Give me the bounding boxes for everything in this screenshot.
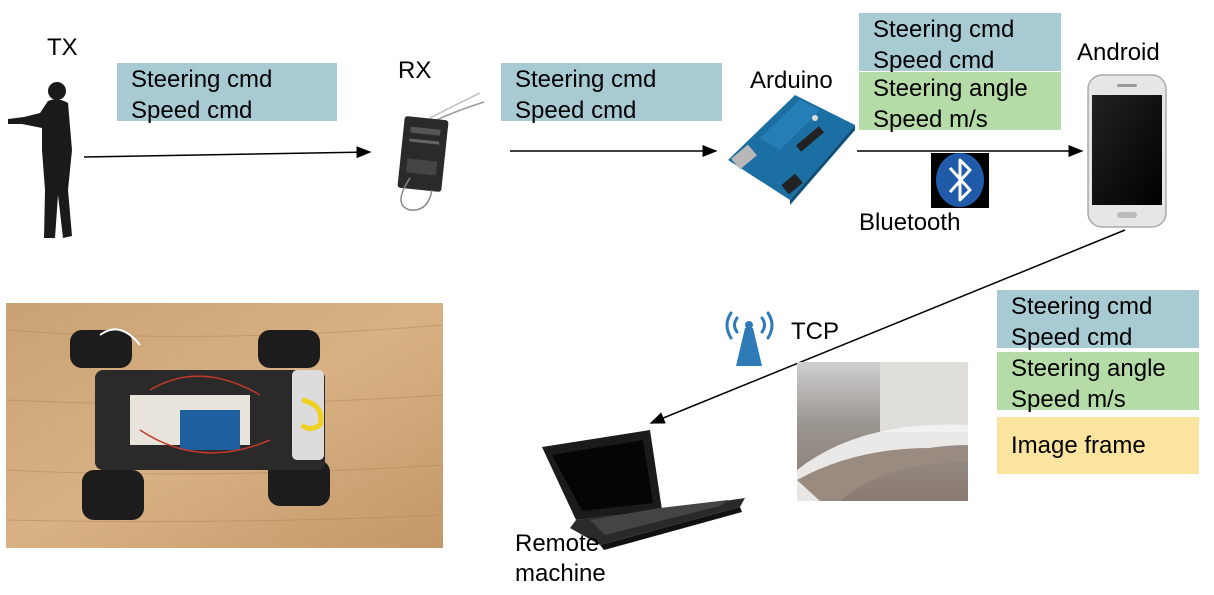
tx-label: TX — [47, 34, 78, 61]
arduino-android-cmd-box: Steering cmd Speed cmd — [859, 13, 1061, 74]
receiver-icon — [397, 92, 485, 211]
box-line: Steering cmd — [515, 66, 657, 93]
tcp-label: TCP — [791, 318, 839, 345]
box-line: Speed m/s — [873, 106, 988, 133]
tcp-cmd-box: Steering cmd Speed cmd — [997, 290, 1199, 351]
arduino-label: Arduino — [750, 67, 833, 94]
tcp-image-box: Image frame — [997, 417, 1199, 474]
remote-label-line1: Remote — [515, 530, 600, 557]
box-line: Speed cmd — [1011, 324, 1133, 351]
bluetooth-label: Bluetooth — [859, 209, 961, 236]
box-line: Steering cmd — [873, 16, 1015, 43]
box-line: Speed cmd — [515, 97, 637, 124]
box-line: Speed cmd — [873, 47, 995, 74]
rx-arduino-message-box: Steering cmd Speed cmd — [501, 63, 722, 124]
android-label: Android — [1077, 39, 1160, 66]
person-silhouette-icon — [8, 82, 72, 239]
box-line: Image frame — [1011, 432, 1146, 459]
remote-label-line2: machine — [515, 560, 606, 587]
box-line: Steering cmd — [131, 66, 273, 93]
tcp-sensor-box: Steering angle Speed m/s — [997, 352, 1199, 413]
arduino-android-sensor-box: Steering angle Speed m/s — [859, 72, 1061, 133]
box-line: Steering angle — [873, 75, 1028, 102]
box-line: Speed m/s — [1011, 386, 1126, 413]
box-line: Steering cmd — [1011, 293, 1153, 320]
wifi-antenna-icon — [725, 311, 774, 366]
bluetooth-icon — [931, 153, 989, 208]
arduino-board-icon — [728, 95, 855, 205]
remote-machine-label: Remote machine — [515, 529, 606, 589]
box-line: Steering angle — [1011, 355, 1166, 382]
laptop-icon — [542, 430, 745, 550]
box-line: Speed cmd — [131, 97, 253, 124]
arrow-tx-rx — [83, 146, 372, 159]
camera-frame-image — [797, 362, 968, 501]
arrow-android-remote — [649, 229, 1126, 424]
rx-label: RX — [398, 57, 432, 84]
tx-rx-message-box: Steering cmd Speed cmd — [117, 63, 337, 124]
smartphone-icon — [1087, 74, 1167, 228]
rc-car-photo — [5, 303, 444, 548]
